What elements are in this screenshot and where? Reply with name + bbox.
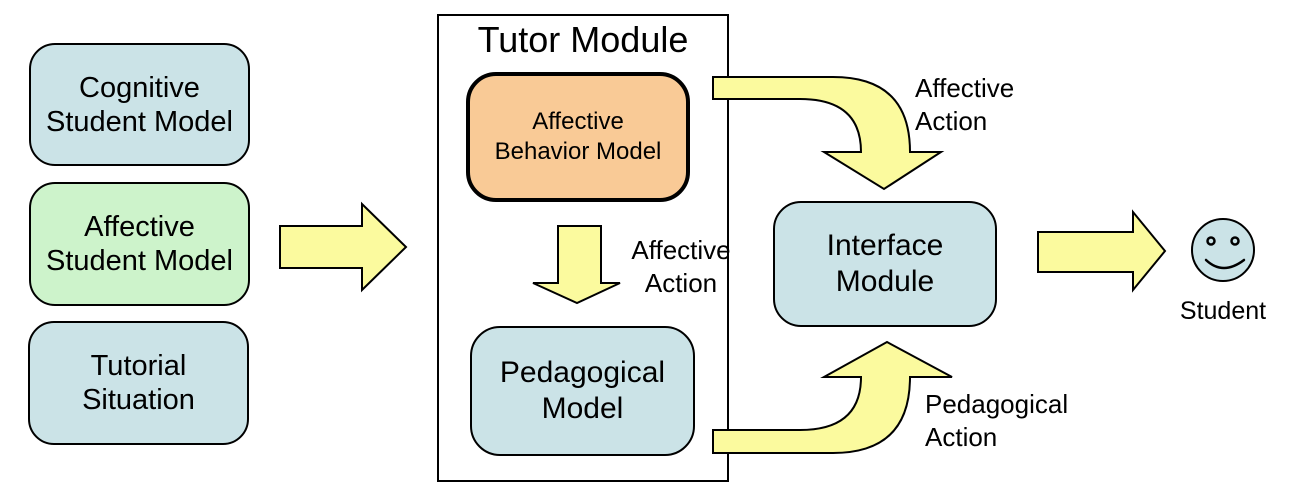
smiley-head bbox=[1191, 218, 1255, 282]
interface-module-label: Interface Module bbox=[826, 229, 944, 298]
smiley-right-eye bbox=[1230, 236, 1240, 246]
smiley-left-eye bbox=[1206, 236, 1216, 246]
pedagogical-action-label: Pedagogical Action bbox=[925, 389, 1069, 452]
interface-to-student-arrow-icon bbox=[1037, 209, 1167, 293]
pedagogical-model-label: Pedagogical Model bbox=[499, 356, 666, 425]
student-label: Student bbox=[1179, 297, 1267, 325]
tutorial-situation-label: Tutorial Situation bbox=[82, 350, 195, 416]
cognitive-student-model-label: Cognitive Student Model bbox=[45, 71, 233, 138]
pedagogical-model-box: Pedagogical Model bbox=[470, 326, 695, 456]
affective-student-model-box: Affective Student Model bbox=[29, 182, 250, 306]
cognitive-student-model-box: Cognitive Student Model bbox=[29, 43, 250, 166]
student-smiley-face-icon bbox=[1191, 218, 1255, 282]
tutor-module-title: Tutor Module bbox=[477, 19, 689, 60]
affective-behavior-model-box: Affective Behavior Model bbox=[466, 72, 690, 202]
affective-action-curved-arrow-icon bbox=[712, 76, 945, 191]
smiley-mouth bbox=[1204, 258, 1246, 270]
internal-affective-action-label: Affective Action bbox=[631, 235, 731, 298]
affective-behavior-model-label: Affective Behavior Model bbox=[494, 108, 662, 165]
affective-action-down-arrow-icon bbox=[532, 225, 621, 305]
inputs-to-tutor-arrow-icon bbox=[279, 201, 408, 293]
interface-module-box: Interface Module bbox=[773, 201, 997, 327]
tutorial-situation-box: Tutorial Situation bbox=[28, 321, 249, 445]
affective-action-label: Affective Action bbox=[915, 73, 1015, 136]
affective-student-model-label: Affective Student Model bbox=[45, 211, 233, 277]
pedagogical-action-curved-arrow-icon bbox=[712, 340, 953, 454]
